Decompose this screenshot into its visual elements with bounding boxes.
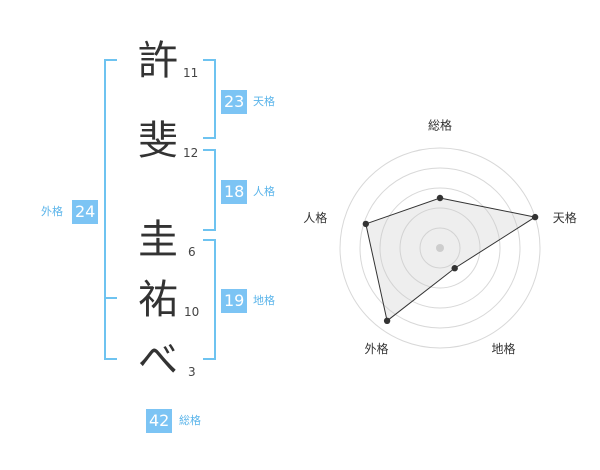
gaikaku-bracket: [104, 59, 117, 360]
tenkaku-label: 天格: [253, 95, 275, 108]
radar-label-3: 地格: [491, 341, 515, 356]
radar-point-3: [451, 265, 458, 272]
radar-label-5: 人格: [303, 210, 327, 225]
jinkaku-bracket: [203, 149, 216, 231]
radar-point-4: [383, 317, 391, 325]
radar-point-1: [436, 194, 444, 202]
radar-ring-4: [339, 147, 541, 349]
name-char-3: 圭: [138, 217, 178, 263]
chikaku-bracket: [203, 239, 216, 360]
gaikaku-divider: [104, 297, 117, 299]
radar-point-5: [362, 220, 370, 228]
tenkaku-bracket: [203, 59, 216, 139]
stroke-count-5: 3: [188, 365, 196, 379]
radar-ring-1: [399, 207, 481, 289]
name-char-4: 祐: [138, 277, 178, 323]
radar-point-2: [531, 213, 539, 221]
radar-label-2: 天格: [553, 210, 577, 225]
stroke-count-3: 6: [188, 245, 196, 259]
radar-label-1: 総格: [428, 118, 452, 133]
radar-ring-3: [359, 167, 521, 329]
jinkaku-label: 人格: [253, 185, 275, 198]
radar-center-dot: [436, 244, 444, 252]
name-char-2: 斐: [138, 118, 178, 164]
chikaku-badge: 19: [221, 289, 248, 313]
name-char-5: べ: [138, 337, 178, 383]
radar-ring-inner: [419, 227, 461, 269]
stroke-count-4: 10: [184, 305, 200, 319]
soukaku-label: 総格: [179, 414, 201, 427]
tenkaku-badge: 23: [221, 90, 248, 114]
radar-label-4: 外格: [365, 341, 389, 356]
name-char-1: 許: [138, 38, 178, 84]
radar-polygon: [365, 197, 537, 322]
gaikaku-badge: 24: [72, 200, 99, 224]
stroke-count-1: 11: [183, 66, 199, 80]
jinkaku-badge: 18: [221, 180, 248, 204]
chikaku-label: 地格: [253, 294, 275, 307]
radar-ring-2: [379, 187, 501, 309]
gaikaku-label: 外格: [41, 205, 63, 218]
stroke-count-2: 12: [183, 146, 199, 160]
soukaku-badge: 42: [146, 409, 173, 433]
